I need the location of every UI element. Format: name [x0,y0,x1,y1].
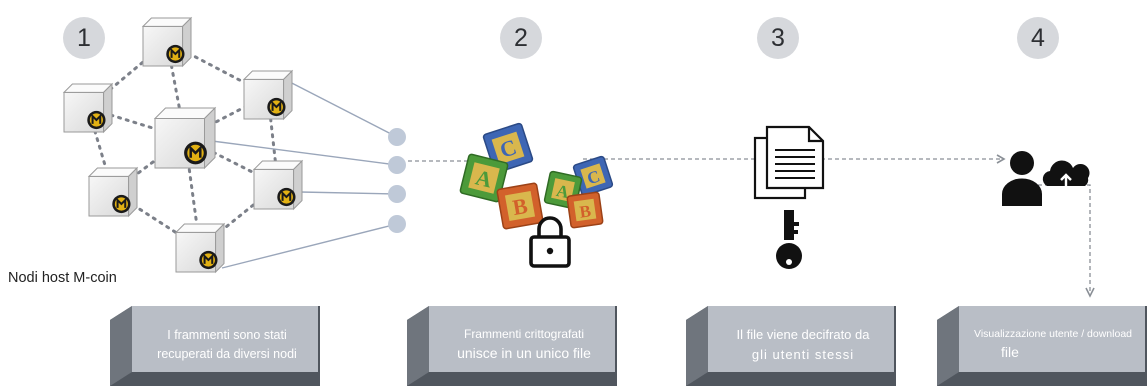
m-coin-icon [112,194,131,214]
cloud-upload-icon [1042,160,1090,186]
caption-box-2: Frammenti crittografati unisce in un uni… [407,306,617,386]
step-badge-2: 2 [500,17,542,59]
hosts-label: Nodi host M-coin [8,270,117,286]
host-node [174,222,226,274]
caption-line: unisce in un unico file [457,345,591,362]
arrow-head-down [1085,287,1095,298]
step-badge-4: 4 [1017,17,1059,59]
fragment-dots [388,128,406,233]
caption-text: Frammenti crittografati unisce in un uni… [435,320,613,370]
fragment-dot [388,215,406,233]
fragment-dot [388,128,406,146]
caption-line: Il file viene decifrato da [736,326,870,342]
host-node [141,16,193,68]
caption-box-shape [110,306,320,386]
host-node [252,159,304,211]
lock-icon [529,216,571,268]
svg-text:C: C [497,134,520,163]
step-badge-3: 3 [757,17,799,59]
step-badge-1: 1 [63,17,105,59]
caption-line: Frammenti crittografati [463,326,585,341]
caption-line: I frammenti sono stati [167,327,287,342]
caption-box-shape [407,306,617,386]
caption-box-shape [686,306,896,386]
caption-line: file [1001,344,1019,361]
step-number: 1 [77,23,91,52]
caption-box-1: I frammenti sono stati recuperati da div… [110,306,320,386]
caption-line: gli utenti stessi [751,347,855,362]
caption-text: Visualizzazione utente / download file [961,320,1145,370]
step-number: 3 [771,23,785,52]
host-nodes [62,16,304,274]
fragment-dot [388,185,406,203]
arrow-head-right [996,154,1006,164]
caption-line: recuperati da diversi nodi [157,347,297,361]
key-icon [776,210,802,269]
fragment-dot [388,156,406,174]
caption-box-3: Il file viene decifrato da gli utenti st… [686,306,896,386]
caption-box-4: Visualizzazione utente / download file [937,306,1147,386]
flow-line-3 [1038,184,1091,292]
m-coin-icon [184,141,207,165]
step-number: 2 [514,23,528,52]
document-icon [753,125,825,200]
m-coin-icon [199,250,218,270]
m-coin-icon [277,187,296,207]
user-icon [1002,151,1042,206]
caption-box-shape [937,306,1147,386]
fragment-connectors [211,77,398,269]
step-number: 4 [1031,23,1045,52]
abc-blocks-icon: C A B C A [459,122,614,230]
host-node [153,106,217,170]
svg-text:B: B [578,201,592,221]
m-coin-icon [166,44,185,64]
svg-text:C: C [585,166,603,188]
caption-text: I frammenti sono stati recuperati da div… [138,320,316,370]
host-node [242,69,294,121]
svg-text:B: B [511,193,530,220]
svg-text:A: A [473,164,495,192]
caption-line: Visualizzazione utente / download [974,328,1132,341]
m-coin-icon [267,97,286,117]
caption-text: Il file viene decifrato da gli utenti st… [714,320,892,370]
host-node [87,166,139,218]
m-coin-icon [87,110,106,130]
host-node [62,82,114,134]
